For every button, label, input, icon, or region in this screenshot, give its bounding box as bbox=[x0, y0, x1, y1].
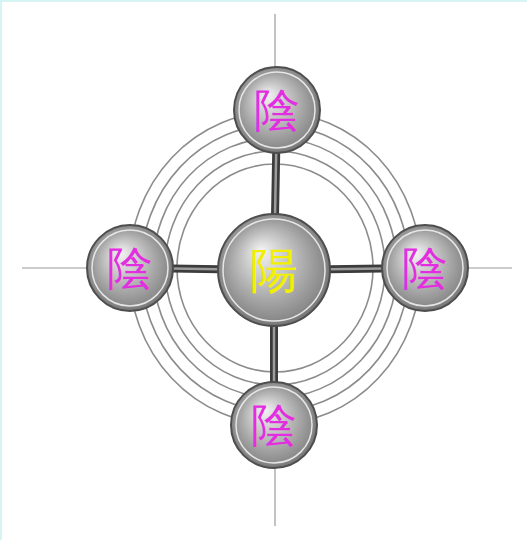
spoke-connector bbox=[329, 268, 383, 270]
yin-sphere: 陰 bbox=[381, 224, 469, 312]
sphere-fill bbox=[382, 225, 468, 311]
sphere-rim bbox=[236, 387, 312, 463]
spoke-inner bbox=[273, 325, 276, 383]
yin-label: 陰 bbox=[107, 243, 153, 294]
spoke-connector bbox=[274, 325, 275, 383]
spoke-outer bbox=[172, 265, 219, 274]
yang-sphere: 陽 bbox=[217, 213, 331, 327]
spoke-inner bbox=[172, 267, 219, 270]
ring bbox=[165, 151, 385, 385]
spoke-outer bbox=[270, 325, 278, 383]
yin-label: 陰 bbox=[254, 85, 300, 136]
yin-label: 陰 bbox=[251, 400, 297, 451]
sphere-rim bbox=[92, 230, 168, 306]
sphere-fill bbox=[218, 214, 330, 326]
spoke-outer bbox=[275, 152, 276, 215]
sphere-rim bbox=[239, 72, 315, 148]
ring bbox=[141, 125, 409, 411]
sphere-fill bbox=[231, 382, 317, 468]
sphere-rim bbox=[223, 219, 325, 321]
ring bbox=[153, 138, 397, 398]
yin-sphere: 陰 bbox=[233, 66, 321, 154]
spoke-connector bbox=[275, 152, 276, 215]
yang-label: 陽 bbox=[250, 244, 298, 297]
yin-sphere: 陰 bbox=[86, 224, 174, 312]
yin-sphere: 陰 bbox=[230, 381, 318, 469]
spoke-connector bbox=[172, 268, 219, 270]
spoke-inner bbox=[329, 267, 383, 270]
sphere-rim bbox=[387, 230, 463, 306]
yin-label: 陰 bbox=[402, 243, 448, 294]
sphere-fill bbox=[234, 67, 320, 153]
spoke-inner bbox=[275, 152, 276, 215]
sphere-fill bbox=[87, 225, 173, 311]
spoke-outer bbox=[329, 265, 383, 274]
